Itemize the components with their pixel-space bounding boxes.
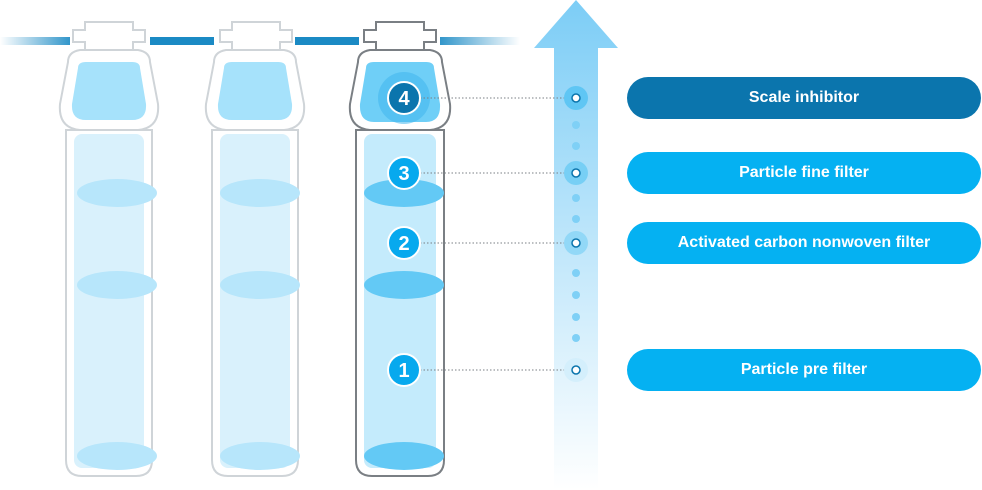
stage-1-label-pill: Particle pre filter xyxy=(627,349,981,391)
filter-cartridge-icon xyxy=(58,21,160,477)
stage-connector-nodes xyxy=(564,86,588,382)
stage-3-number: 3 xyxy=(398,163,409,185)
stage-1-label: Particle pre filter xyxy=(740,361,868,378)
stage-1-badge: 1 xyxy=(387,353,421,387)
stage-2-label-pill: Activated carbon nonwoven filter xyxy=(627,222,981,264)
water-pipe xyxy=(0,37,520,45)
stage-2-number: 2 xyxy=(398,233,409,255)
stage-2-badge: 2 xyxy=(387,226,421,260)
stage-4-label-pill: Scale inhibitor xyxy=(627,77,981,119)
leader-lines xyxy=(420,97,576,371)
stage-3-label-pill: Particle fine filter xyxy=(627,152,981,194)
stage-2-label: Activated carbon nonwoven filter xyxy=(677,234,931,251)
stage-4-number: 4 xyxy=(398,88,410,110)
stage-1-number: 1 xyxy=(398,360,409,382)
stage-3-label: Particle fine filter xyxy=(739,164,869,181)
filter-cartridge-icon xyxy=(204,21,306,477)
flow-dots xyxy=(572,121,580,342)
stage-4-badge: 4 xyxy=(387,81,421,115)
stage-4-label: Scale inhibitor xyxy=(748,89,860,106)
stage-3-badge: 3 xyxy=(387,156,421,190)
